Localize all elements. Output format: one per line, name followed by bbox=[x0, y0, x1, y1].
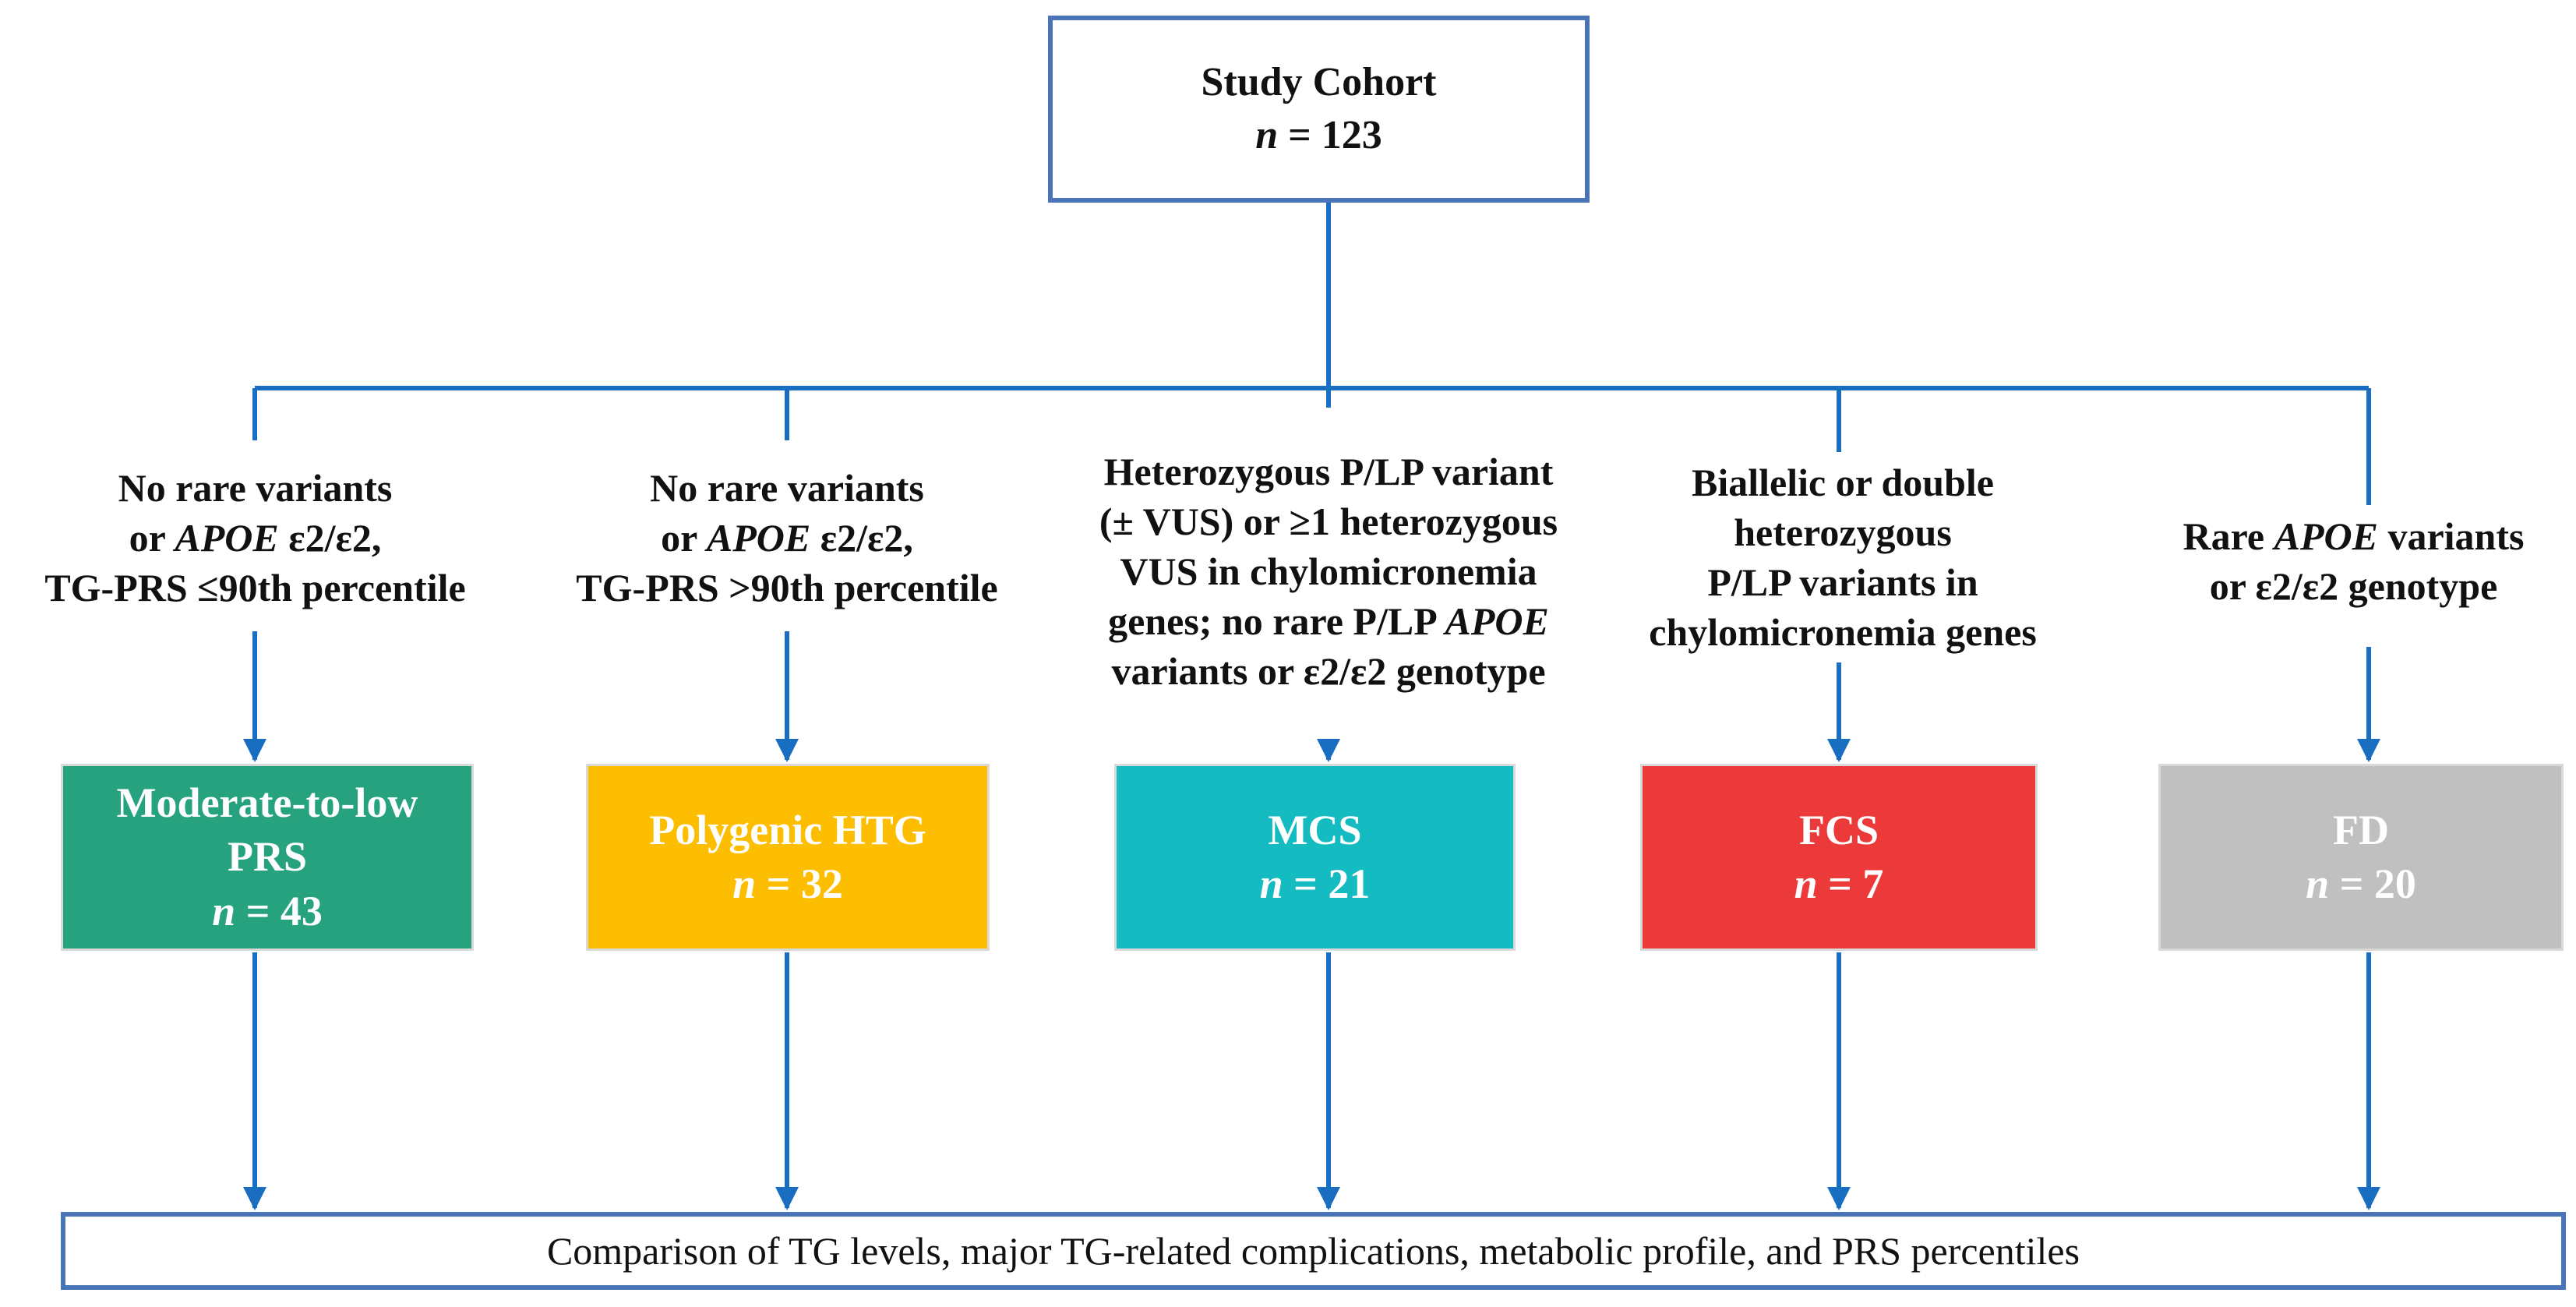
group-name-line: MCS bbox=[1268, 806, 1362, 853]
group-box-fcs: FCS n = 7 bbox=[1640, 764, 2038, 951]
criteria-line: Rare APOE variants bbox=[2183, 514, 2525, 558]
study-cohort-count: n = 123 bbox=[1255, 109, 1382, 162]
criteria-line: P/LP variants in bbox=[1707, 560, 1978, 604]
criteria-line: or APOE ε2/ε2, bbox=[129, 516, 382, 560]
criteria-line: TG-PRS ≤90th percentile bbox=[44, 566, 466, 609]
criteria-line: variants or ε2/ε2 genotype bbox=[1111, 648, 1546, 693]
comparison-text: Comparison of TG levels, major TG-relate… bbox=[546, 1229, 2080, 1273]
group-box-polygenic-htg: Polygenic HTG n = 32 bbox=[586, 764, 990, 951]
criteria-line: Biallelic or double bbox=[1692, 461, 1994, 504]
criteria-fd: Rare APOE variants or ε2/ε2 genotype bbox=[2131, 503, 2576, 620]
group-count: n = 43 bbox=[212, 887, 323, 934]
group-count: n = 21 bbox=[1259, 860, 1371, 907]
study-cohort-box: Study Cohort n = 123 bbox=[1048, 16, 1590, 203]
group-name-line: FD bbox=[2333, 806, 2389, 853]
group-name-line: Polygenic HTG bbox=[649, 806, 926, 853]
group-name-line: PRS bbox=[227, 833, 307, 881]
group-name-line: FCS bbox=[1798, 806, 1879, 853]
study-cohort-n-label: n bbox=[1255, 113, 1279, 157]
study-cohort-title: Study Cohort bbox=[1201, 60, 1437, 105]
criteria-line: No rare variants bbox=[118, 466, 393, 510]
criteria-line: TG-PRS >90th percentile bbox=[576, 566, 998, 609]
criteria-polygenic: No rare variants or APOE ε2/ε2, TG-PRS >… bbox=[530, 452, 1044, 623]
criteria-line: chylomicronemia genes bbox=[1649, 610, 2037, 654]
criteria-line: or APOE ε2/ε2, bbox=[661, 516, 913, 560]
group-box-fd: FD n = 20 bbox=[2158, 764, 2564, 951]
group-count: n = 20 bbox=[2306, 860, 2416, 907]
group-box-moderate-low-prs: Moderate-to-low PRS n = 43 bbox=[61, 764, 474, 951]
criteria-moderate-low: No rare variants or APOE ε2/ε2, TG-PRS ≤… bbox=[0, 452, 510, 623]
group-name-line: Moderate-to-low bbox=[116, 779, 418, 827]
criteria-line: heterozygous bbox=[1734, 510, 1952, 554]
group-count: n = 7 bbox=[1794, 860, 1884, 907]
comparison-box: Comparison of TG levels, major TG-relate… bbox=[61, 1212, 2566, 1290]
criteria-line: No rare variants bbox=[650, 466, 924, 510]
criteria-line: (± VUS) or ≥1 heterozygous bbox=[1099, 499, 1558, 543]
criteria-mcs: Heterozygous P/LP variant (± VUS) or ≥1 … bbox=[1056, 433, 1601, 709]
group-count: n = 32 bbox=[732, 860, 843, 907]
criteria-fcs: Biallelic or double heterozygous P/LP va… bbox=[1621, 444, 2065, 670]
study-cohort-n-value: = 123 bbox=[1278, 113, 1382, 157]
criteria-line: VUS in chylomicronemia bbox=[1120, 549, 1537, 593]
criteria-line: or ε2/ε2 genotype bbox=[2209, 564, 2498, 608]
group-box-mcs: MCS n = 21 bbox=[1114, 764, 1516, 951]
criteria-line: Heterozygous P/LP variant bbox=[1103, 449, 1554, 493]
criteria-line: genes; no rare P/LP APOE bbox=[1108, 599, 1549, 643]
